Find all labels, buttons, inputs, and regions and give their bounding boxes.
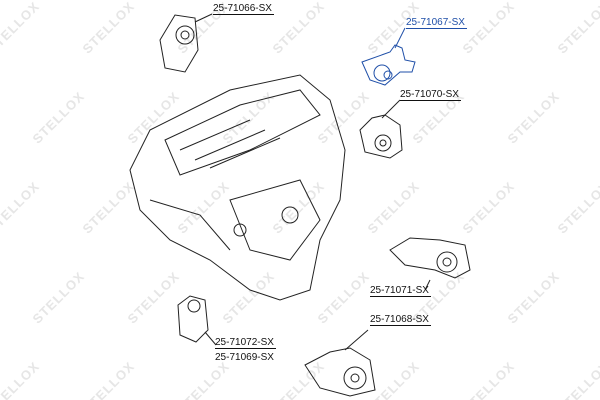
mount-25-71071 bbox=[389, 237, 471, 291]
part-label-25-71070[interactable]: 25-71070-SX bbox=[400, 89, 461, 101]
engine-block bbox=[129, 74, 346, 301]
part-label-25-71067[interactable]: 25-71067-SX bbox=[406, 17, 467, 29]
part-label-25-71068[interactable]: 25-71068-SX bbox=[370, 314, 431, 326]
mount-25-71066 bbox=[159, 13, 213, 73]
part-label-25-71066[interactable]: 25-71066-SX bbox=[213, 3, 274, 15]
mount-25-71072 bbox=[177, 295, 217, 346]
mount-25-71070 bbox=[359, 99, 403, 159]
mount-25-71068 bbox=[304, 329, 376, 397]
part-label-25-71072[interactable]: 25-71072-SX bbox=[215, 337, 276, 349]
mount-25-71067[interactable] bbox=[361, 27, 416, 86]
part-label-25-71071[interactable]: 25-71071-SX bbox=[370, 285, 431, 297]
part-label-25-71069[interactable]: 25-71069-SX bbox=[215, 352, 274, 363]
